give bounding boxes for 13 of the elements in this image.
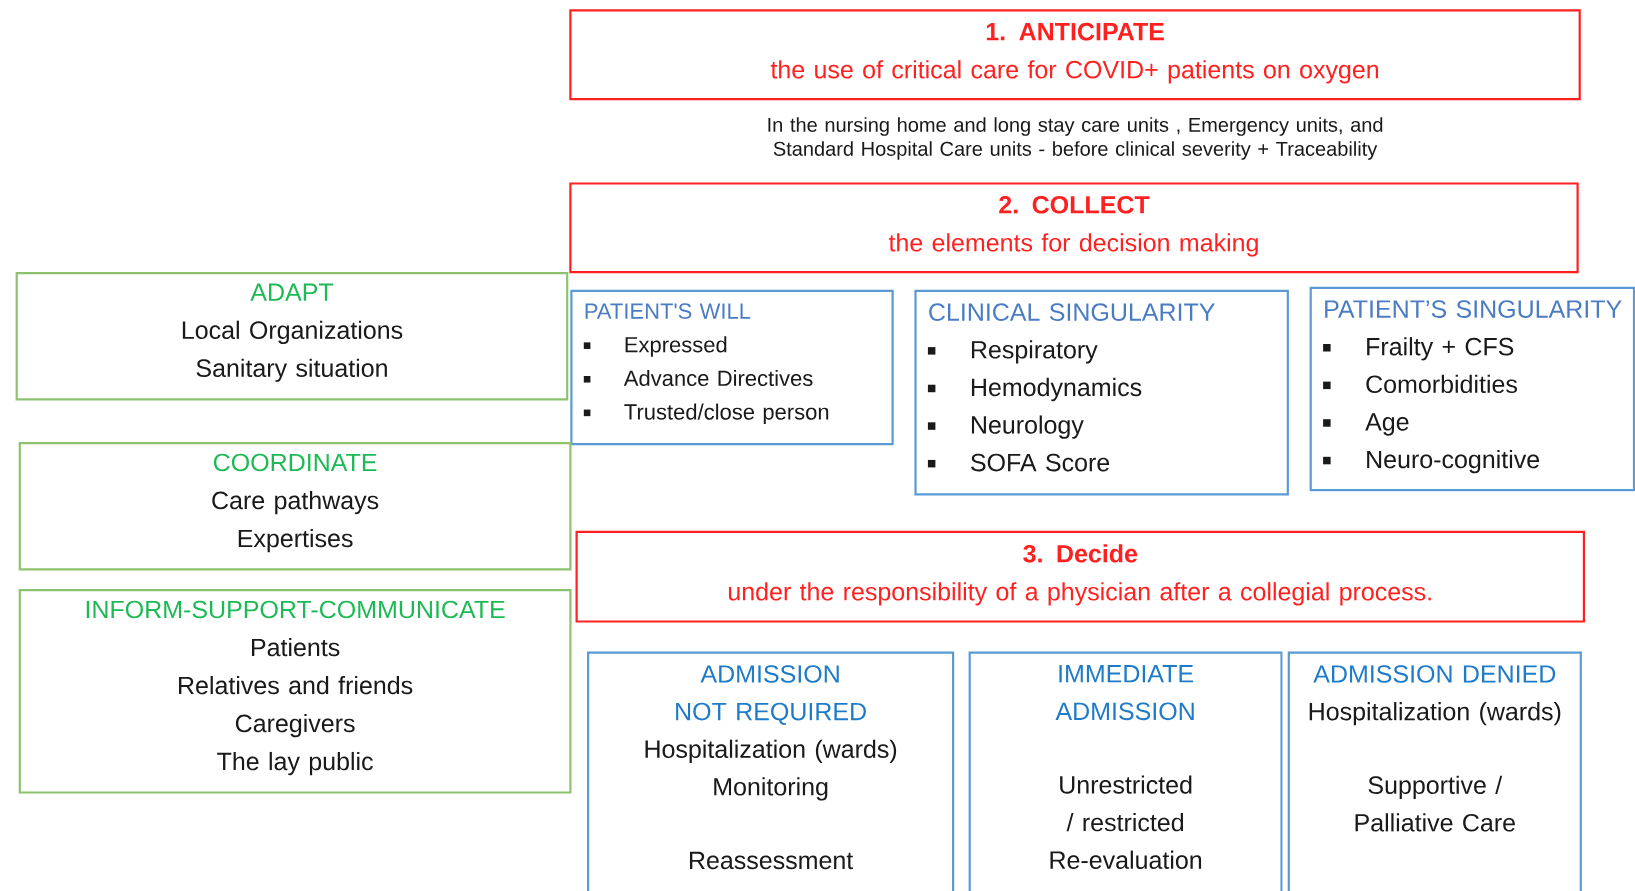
note-text: In the nursing home and long stay care units , Emergency units, and Standard Hospital Care units - before clinical severity + Traceability bbox=[768, 117, 1383, 160]
step-box: 3. Decide under the responsibility of a physician after a collegial process. bbox=[575, 530, 1585, 623]
criteria-box: PATIENT’S SINGULARITY Frailty + CFS Comorbidities Age Neuro-cognitive bbox=[1309, 286, 1635, 492]
action-box: ADAPT Local Organizations Sanitary situation bbox=[15, 272, 569, 401]
outcome-box: IMMEDIATE ADMISSION Unrestricted / restricted Re-evaluation bbox=[968, 651, 1283, 891]
criteria-box: CLINICAL SINGULARITY Respiratory Hemodynamics Neurology SOFA Score bbox=[914, 289, 1289, 496]
action-box: COORDINATE Care pathways Expertises bbox=[18, 442, 572, 571]
criteria-box: PATIENT'S WILL Expressed Advance Directives Trusted/close person bbox=[570, 289, 894, 446]
action-box: INFORM-SUPPORT-COMMUNICATE Patients Relatives and friends Caregivers The lay public bbox=[18, 589, 572, 794]
step-box: 1. ANTICIPATE the use of critical care for COVID+ patients on oxygen bbox=[569, 9, 1581, 101]
step-box: 2. COLLECT the elements for decision making bbox=[569, 182, 1579, 274]
outcome-box: ADMISSION DENIED Hospitalization (wards) Supportive / Palliative Care bbox=[1287, 651, 1582, 891]
outcome-box: ADMISSION NOT REQUIRED Hospitalization (wards) Monitoring Reassessment bbox=[587, 651, 955, 891]
